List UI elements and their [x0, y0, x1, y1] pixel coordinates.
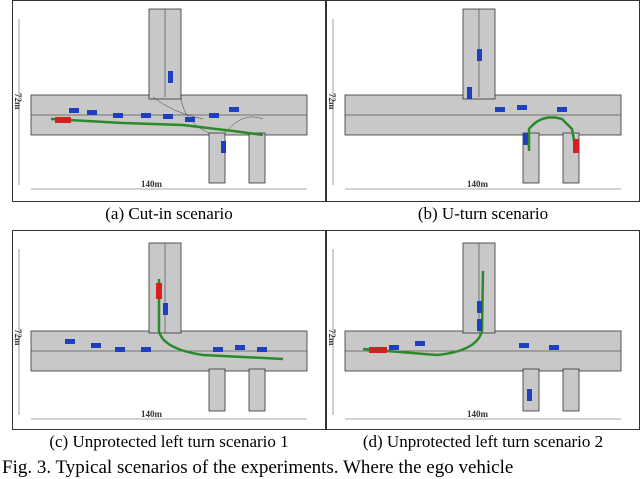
road-network: [31, 243, 307, 411]
width-label: 140m: [467, 179, 489, 189]
caption-d: (d) Unprotected left turn scenario 2: [326, 432, 640, 452]
road-network: [31, 9, 307, 183]
panel-d: 140m 72m: [326, 230, 640, 430]
scenario-map-c: 140m 72m: [13, 231, 327, 431]
width-label: 140m: [141, 179, 163, 189]
scenario-map-d: 140m 72m: [327, 231, 640, 431]
caption-a: (a) Cut-in scenario: [12, 204, 326, 224]
height-label: 72m: [13, 93, 23, 110]
width-label: 140m: [141, 409, 163, 419]
caption-c: (c) Unprotected left turn scenario 1: [12, 432, 326, 452]
ego-vehicle: [369, 347, 387, 353]
height-label: 72m: [13, 329, 23, 346]
height-label: 72m: [327, 93, 337, 110]
width-label: 140m: [467, 409, 489, 419]
ego-vehicle: [156, 283, 162, 299]
ego-vehicle: [573, 139, 579, 153]
figure-caption: Fig. 3. Typical scenarios of the experim…: [2, 457, 513, 479]
road-network: [345, 9, 621, 183]
height-label: 72m: [327, 329, 337, 346]
panel-c: 140m 72m: [12, 230, 326, 430]
scenario-map-a: 140m 72m: [13, 1, 327, 203]
caption-b: (b) U-turn scenario: [326, 204, 640, 224]
ego-vehicle: [55, 117, 71, 123]
panel-b: 140m 72m: [326, 0, 640, 202]
scenario-map-b: 140m 72m: [327, 1, 640, 203]
panel-a: 140m 72m: [12, 0, 326, 202]
